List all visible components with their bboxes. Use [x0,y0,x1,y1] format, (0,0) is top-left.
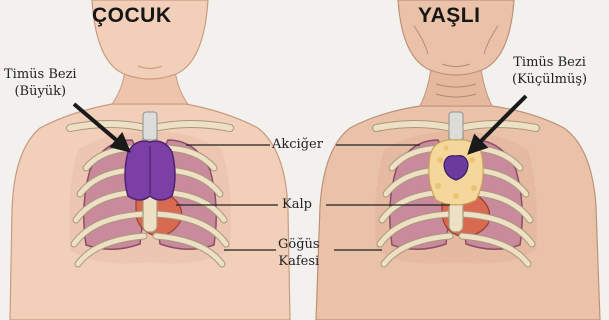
label-thymus-elderly: Timüs Bezi (Küçülmüş) [512,54,587,88]
elderly-figure [316,0,600,320]
label-heart: Kalp [282,196,312,213]
title-child: ÇOCUK [92,4,172,28]
elderly-trachea [449,112,463,140]
label-ribcage: Göğüs Kafesi [278,236,320,270]
label-thymus-child: Timüs Bezi (Büyük) [4,66,77,100]
child-figure [10,0,290,320]
child-trachea [143,112,157,140]
label-lungs: Akciğer [272,136,323,153]
title-elderly: YAŞLI [418,4,480,28]
